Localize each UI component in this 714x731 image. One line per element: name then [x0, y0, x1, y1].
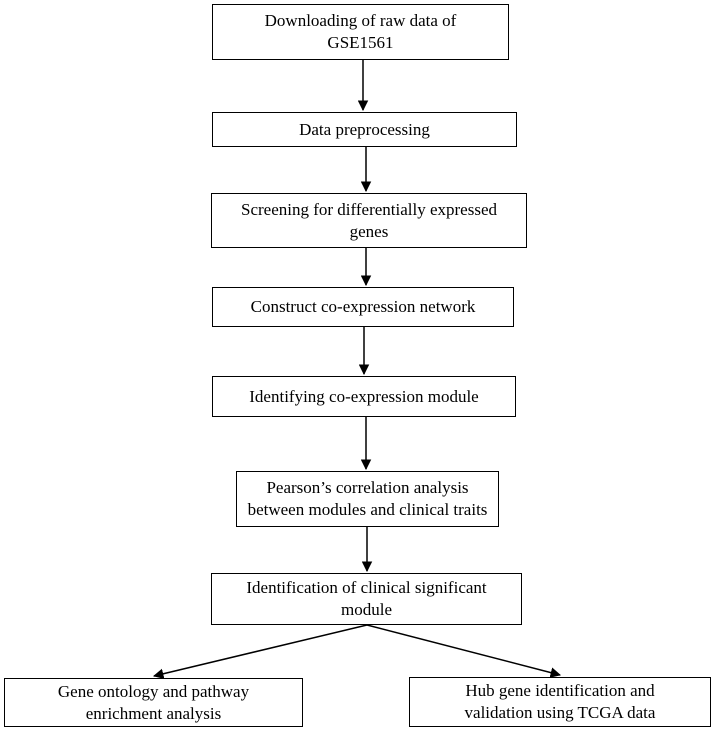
- arrow-clinical-to-go: [152, 624, 368, 679]
- step-screening-degs: Screening for differentially expressed g…: [211, 193, 527, 248]
- step-clinical-label: Identification of clinical significant m…: [246, 577, 486, 621]
- arrow-clinical-to-hub: [366, 624, 562, 678]
- outcome-hub-gene: Hub gene identification and validation u…: [409, 677, 711, 727]
- step-clinical-significant-module: Identification of clinical significant m…: [211, 573, 522, 625]
- step-pearson-line-2: between modules and clinical traits: [247, 500, 488, 519]
- step-screening-line-2: genes: [349, 221, 389, 241]
- outcome-go-label: Gene ontology and pathway enrichment ana…: [58, 681, 249, 725]
- step-clinical-line-1: Identification of clinical significant: [246, 578, 487, 597]
- step-data-preprocessing: Data preprocessing: [212, 112, 517, 147]
- step-preprocess-line-1: Data preprocessing: [299, 119, 430, 139]
- step-identify-label: Identifying co-expression module: [249, 386, 478, 408]
- step-construct-line-1: Construct co-expression network: [250, 297, 476, 316]
- step-pearson-line-1: Pearson’s correlation analysis: [266, 478, 469, 497]
- outcome-go-line-1: Gene ontology and pathway: [57, 681, 250, 701]
- outcome-hub-line-2: validation using TCGA data: [464, 703, 656, 722]
- step-clinical-line-2: module: [341, 600, 392, 619]
- step-pearson-correlation: Pearson’s correlation analysis between m…: [236, 471, 499, 527]
- step-download-line-1: Downloading of raw data of: [264, 11, 457, 30]
- step-construct-label: Construct co-expression network: [251, 296, 476, 318]
- outcome-hub-label: Hub gene identification and validation u…: [465, 680, 656, 724]
- step-download-line-2: GSE1561: [327, 33, 394, 52]
- step-screening-line-1: Screening for differentially expressed: [240, 199, 497, 219]
- step-construct-network: Construct co-expression network: [212, 287, 514, 327]
- outcome-go-line-2: enrichment analysis: [85, 703, 222, 723]
- outcome-gene-ontology: Gene ontology and pathway enrichment ana…: [4, 678, 303, 727]
- step-screening-label: Screening for differentially expressed g…: [241, 199, 497, 243]
- step-identify-module: Identifying co-expression module: [212, 376, 516, 417]
- outcome-hub-line-1: Hub gene identification and: [465, 681, 655, 700]
- step-pearson-label: Pearson’s correlation analysis between m…: [248, 477, 488, 521]
- step-identify-line-1: Identifying co-expression module: [249, 386, 479, 406]
- step-download-raw-data: Downloading of raw data of GSE1561: [212, 4, 509, 60]
- step-preprocess-label: Data preprocessing: [299, 119, 430, 141]
- step-download-label: Downloading of raw data of GSE1561: [265, 10, 457, 54]
